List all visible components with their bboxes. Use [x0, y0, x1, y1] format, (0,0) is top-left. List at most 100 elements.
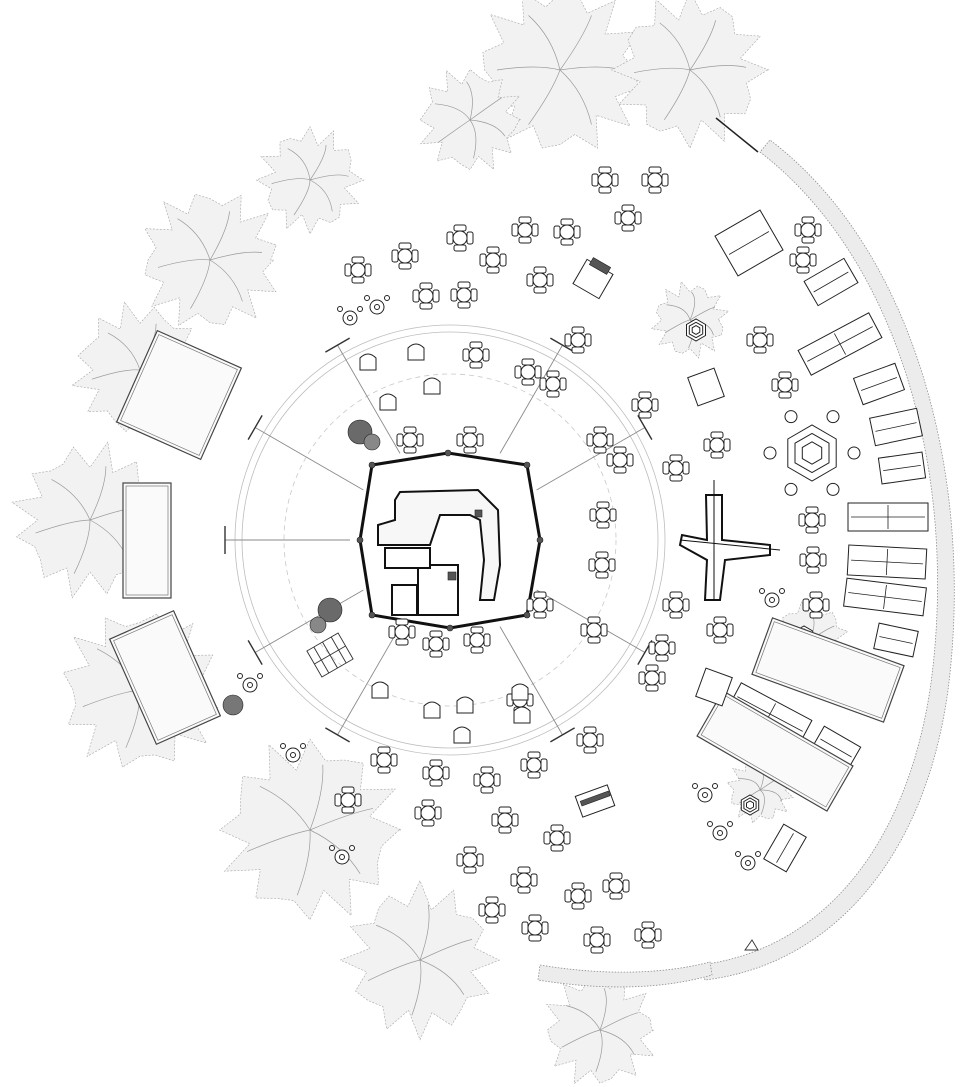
table-with-chairs [539, 370, 567, 398]
table-with-chairs [462, 341, 490, 369]
planter-bed [115, 329, 243, 461]
north-arrow [744, 939, 759, 951]
table-with-chairs [586, 426, 614, 454]
table-with-chairs [706, 616, 734, 644]
hexagon-pavilion [740, 794, 760, 816]
table-with-chairs [703, 431, 731, 459]
table-with-chairs [589, 501, 617, 529]
table-with-chairs [606, 446, 634, 474]
table-with-chairs [334, 786, 362, 814]
lounge-chair [371, 681, 389, 699]
tree-canopy [219, 738, 402, 921]
long-table [803, 257, 859, 307]
table-with-chairs [479, 246, 507, 274]
round-table [364, 295, 390, 315]
table-with-chairs [344, 256, 372, 284]
table-with-chairs [580, 616, 608, 644]
table-with-chairs [450, 281, 478, 309]
table-with-chairs [491, 806, 519, 834]
radial-spoke [499, 626, 563, 736]
pergola-end [325, 337, 350, 353]
long-table [846, 544, 928, 580]
y-bar-structure [678, 480, 781, 601]
round-table [707, 821, 733, 841]
lounge-chair [379, 393, 397, 411]
table-with-chairs [631, 391, 659, 419]
table-with-chairs [422, 759, 450, 787]
table-with-chairs [412, 282, 440, 310]
gate-line [715, 117, 759, 153]
round-table [759, 588, 785, 608]
long-table [763, 823, 807, 873]
table-with-chairs [553, 218, 581, 246]
table-with-chairs [576, 726, 604, 754]
boundary-hedge-south [537, 961, 713, 988]
round-table [692, 783, 718, 803]
table-with-chairs [446, 224, 474, 252]
table-with-chairs [564, 882, 592, 910]
furniture-layer [108, 166, 929, 954]
pergola-end [247, 415, 263, 440]
radial-spoke [254, 589, 364, 653]
long-table [714, 209, 784, 277]
table-with-chairs [746, 326, 774, 354]
planter-bed [696, 690, 854, 812]
table-with-chairs [391, 242, 419, 270]
table-with-chairs [456, 426, 484, 454]
table-with-chairs [771, 371, 799, 399]
lounge-chair [359, 353, 377, 371]
tree-canopy [419, 68, 522, 171]
service-kiosks [572, 257, 733, 818]
tree-canopy [339, 879, 500, 1041]
dark-shrubs [222, 419, 381, 716]
tree-canopy [255, 125, 365, 235]
table-with-chairs [591, 166, 619, 194]
table-with-chairs [662, 591, 690, 619]
planter-bed [751, 617, 905, 723]
long-table [847, 502, 929, 532]
long-table [877, 451, 927, 485]
long-table [852, 362, 906, 406]
table-with-chairs [514, 358, 542, 386]
table-with-chairs [520, 751, 548, 779]
long-table [843, 577, 927, 617]
planter-bed [108, 609, 222, 746]
wood-deck [306, 632, 354, 678]
long-table [797, 312, 883, 376]
pergola-end [637, 415, 653, 440]
table-with-chairs [794, 216, 822, 244]
table-with-chairs [638, 664, 666, 692]
radial-pergola-lines [224, 337, 653, 743]
central-kiosk [356, 449, 544, 632]
table-with-chairs [588, 551, 616, 579]
table-with-chairs [510, 866, 538, 894]
round-table [735, 851, 761, 871]
table-with-chairs [543, 824, 571, 852]
table-with-chairs [564, 326, 592, 354]
table-with-chairs [473, 766, 501, 794]
lounge-chair [511, 683, 529, 701]
pergola-end [247, 640, 263, 665]
table-with-chairs [802, 591, 830, 619]
tree-canopy [651, 280, 730, 359]
pergola-end [325, 727, 350, 743]
lounge-chair [513, 706, 531, 724]
table-with-chairs [396, 426, 424, 454]
table-with-chairs [526, 591, 554, 619]
lounge-chair [453, 726, 471, 744]
table-with-chairs [583, 926, 611, 954]
table-with-chairs [634, 921, 662, 949]
lounge-chair [407, 343, 425, 361]
hexagon-pavilion [763, 410, 861, 496]
radial-spoke [254, 427, 364, 491]
table-with-chairs [478, 896, 506, 924]
table-with-chairs [414, 799, 442, 827]
table-with-chairs [370, 746, 398, 774]
lounge-chair [456, 696, 474, 714]
table-with-chairs [526, 266, 554, 294]
table-with-chairs [521, 914, 549, 942]
round-table [329, 845, 355, 865]
lounge-chair [423, 701, 441, 719]
table-with-chairs [602, 872, 630, 900]
